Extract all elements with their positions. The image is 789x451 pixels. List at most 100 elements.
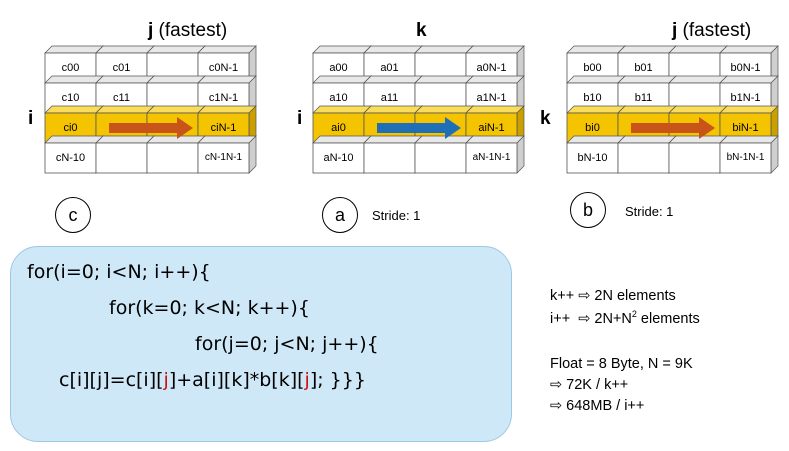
a-cell-label-2-3: aiN-1 — [478, 122, 505, 134]
a-cell-top-1-0 — [312, 75, 372, 84]
a-cell-top-0-1 — [363, 45, 423, 54]
b-row-axis-label: k — [540, 108, 551, 129]
c-cell-label-2-3: ciN-1 — [210, 122, 237, 134]
a-cell-3-2 — [414, 142, 467, 174]
note-per-k: ⇨ 72K / k++ — [550, 377, 629, 393]
c-cell-top-3-0 — [44, 135, 104, 144]
c-cell-3-2 — [146, 142, 199, 174]
a-cell-top-0-2 — [414, 45, 474, 54]
b-cell-top-3-1 — [617, 135, 677, 144]
c-cell-top-3-3 — [197, 135, 257, 144]
a-cell-label-1-1: a11 — [380, 92, 399, 104]
b-cell-label-1-1: b11 — [634, 92, 653, 104]
b-cell-3-2 — [668, 142, 721, 174]
code-statement-part2: ]+a[i][k]*b[k][ — [168, 369, 305, 391]
a-cell-top-3-0 — [312, 135, 372, 144]
b-cell-label-3-0: bN-10 — [577, 152, 608, 164]
c-cell-top-2-3 — [197, 105, 257, 114]
c-cell-side-3-3 — [248, 135, 257, 174]
c-cell-label-1-0: c10 — [61, 92, 80, 104]
c-cell-3-3 — [197, 142, 250, 174]
b-col-axis-label: j (fastest) — [672, 20, 751, 42]
note-float-size: Float = 8 Byte, N = 9K — [550, 356, 693, 372]
a-cell-label-1-0: a10 — [329, 92, 348, 104]
c-cell-top-1-2 — [146, 75, 206, 84]
a-cell-3-0 — [312, 142, 365, 174]
code-statement-part3: ]; }}} — [309, 369, 366, 391]
b-cell-label-1-3: b1N-1 — [730, 92, 761, 104]
matrix-b-circle-label: b — [570, 192, 606, 228]
note-i-elements-pre: i++ ⇨ 2N+N — [550, 310, 632, 327]
a-cell-label-3-3: aN-1N-1 — [472, 152, 511, 163]
c-cell-top-0-2 — [146, 45, 206, 54]
a-col-axis-letter: k — [416, 20, 427, 41]
b-cell-label-2-0: bi0 — [585, 122, 600, 134]
c-cell-label-0-1: c01 — [112, 62, 131, 74]
c-cell-label-2-0: ci0 — [63, 122, 78, 134]
a-cell-3-3 — [465, 142, 518, 174]
c-cell-top-2-2 — [146, 105, 206, 114]
c-cell-top-3-2 — [146, 135, 206, 144]
note-k-elements: k++ ⇨ 2N elements — [550, 288, 676, 304]
b-cell-top-1-2 — [668, 75, 728, 84]
c-cell-label-1-1: c11 — [113, 92, 130, 104]
b-col-axis-letter: j — [672, 20, 678, 41]
c-cell-top-1-1 — [95, 75, 155, 84]
b-cell-label-2-3: biN-1 — [732, 122, 759, 134]
b-cell-label-1-0: b10 — [583, 92, 602, 104]
b-cell-3-1 — [617, 142, 670, 174]
b-cell-top-1-1 — [617, 75, 677, 84]
b-cell-label-0-1: b01 — [634, 62, 653, 74]
c-cell-top-0-1 — [95, 45, 155, 54]
b-cell-label-0-3: b0N-1 — [730, 62, 761, 74]
b-cell-top-2-2 — [668, 105, 728, 114]
a-cell-label-2-0: ai0 — [331, 122, 346, 134]
code-line-outer-loop: for(i=0; i<N; i++){ — [27, 261, 211, 283]
b-row-arrow-shaft — [631, 123, 701, 133]
code-line-middle-loop: for(k=0; k<N; k++){ — [109, 297, 310, 319]
note-per-i: ⇨ 648MB / i++ — [550, 398, 645, 414]
a-row-arrow-shaft — [377, 123, 447, 133]
b-cell-top-3-2 — [668, 135, 728, 144]
a-cell-top-0-0 — [312, 45, 372, 54]
a-cell-top-3-1 — [363, 135, 423, 144]
code-line-statement: c[i][j]=c[i][j]+a[i][k]*b[k][j]; }}} — [59, 369, 366, 391]
b-cell-side-3-3 — [770, 135, 779, 174]
c-cell-top-2-1 — [95, 105, 155, 114]
note-i-elements-post: elements — [636, 310, 700, 327]
c-cell-label-0-0: c00 — [61, 62, 80, 74]
a-cell-side-3-3 — [516, 135, 525, 174]
c-cell-top-2-0 — [44, 105, 104, 114]
b-cell-top-2-1 — [617, 105, 677, 114]
c-row-arrow-head — [177, 117, 193, 139]
c-row-axis-label: i — [28, 108, 34, 129]
matrix-c-circle-label: c — [55, 197, 91, 233]
b-cell-top-3-3 — [719, 135, 779, 144]
a-cell-top-1-3 — [465, 75, 525, 84]
b-cell-top-2-3 — [719, 105, 779, 114]
a-cell-label-0-0: a00 — [329, 62, 348, 74]
a-cell-top-1-2 — [414, 75, 474, 84]
c-cell-label-3-3: cN-1N-1 — [204, 152, 243, 163]
a-cell-top-3-2 — [414, 135, 474, 144]
a-cell-top-1-1 — [363, 75, 423, 84]
c-cell-3-1 — [95, 142, 148, 174]
c-cell-top-0-3 — [197, 45, 257, 54]
a-cell-top-2-2 — [414, 105, 474, 114]
c-cell-top-0-0 — [44, 45, 104, 54]
note-i-elements-sup: 2 — [631, 309, 637, 319]
c-cell-top-3-1 — [95, 135, 155, 144]
code-statement-part1: c[i][j]=c[i][ — [59, 369, 164, 391]
c-col-axis-label: j (fastest) — [148, 20, 227, 42]
matrix-b-stride: Stride: 1 — [625, 204, 674, 219]
c-col-axis-note: (fastest) — [153, 20, 228, 41]
b-cell-top-3-0 — [566, 135, 626, 144]
a-cell-label-0-1: a01 — [380, 62, 399, 74]
a-cell-top-3-3 — [465, 135, 525, 144]
c-cell-top-1-0 — [44, 75, 104, 84]
a-cell-label-1-3: a1N-1 — [476, 92, 507, 104]
b-col-axis-note: (fastest) — [677, 20, 752, 41]
